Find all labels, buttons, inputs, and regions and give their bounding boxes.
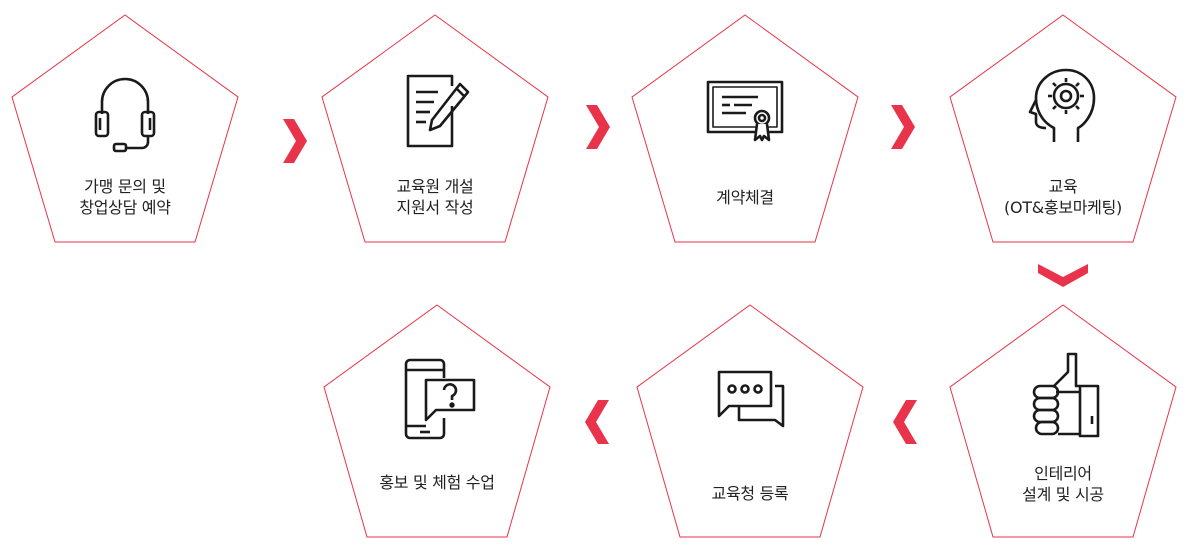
step-label-line1: 가맹 문의 및 bbox=[84, 177, 166, 196]
arrow-left-icon bbox=[890, 398, 920, 446]
step-promotion: 홍보 및 체험 수업 bbox=[312, 300, 562, 550]
step-registration: 교육청 등록 bbox=[625, 300, 875, 550]
step-label: 교육청 등록 bbox=[645, 483, 855, 504]
chat-bubbles-icon bbox=[705, 358, 795, 448]
step-label-line2: 지원서 작성 bbox=[396, 198, 474, 217]
step-label: 계약체결 bbox=[640, 187, 850, 208]
pentagon-outline bbox=[631, 14, 859, 243]
phone-question-icon bbox=[392, 352, 482, 442]
step-label: 홍보 및 체험 수업 bbox=[332, 472, 542, 493]
arrow-right-icon bbox=[888, 103, 918, 151]
pentagon-outline bbox=[323, 304, 551, 538]
arrow-right-icon bbox=[280, 117, 310, 165]
step-label-line1: 인테리어 bbox=[1034, 464, 1092, 483]
step-contract: 계약체결 bbox=[620, 0, 870, 250]
arrow-down-icon bbox=[1036, 260, 1090, 288]
certificate-icon bbox=[700, 66, 790, 156]
thumbs-up-icon bbox=[1018, 350, 1108, 440]
step-label-line2: (OT&홍보마케팅) bbox=[1004, 198, 1122, 217]
step-label-line1: 교육청 등록 bbox=[711, 484, 789, 503]
arrow-left-icon bbox=[582, 398, 612, 446]
pentagon-outline bbox=[949, 14, 1177, 243]
step-label-line1: 계약체결 bbox=[716, 188, 774, 207]
head-gear-icon bbox=[1018, 62, 1108, 152]
arrow-right-icon bbox=[583, 103, 613, 151]
step-interior: 인테리어 설계 및 시공 bbox=[938, 300, 1188, 550]
step-application: 교육원 개설 지원서 작성 bbox=[310, 0, 560, 250]
document-pen-icon bbox=[390, 66, 480, 156]
step-label: 교육 (OT&홍보마케팅) bbox=[958, 176, 1168, 218]
step-label-line2: 창업상담 예약 bbox=[79, 198, 171, 217]
step-label-line1: 교육 bbox=[1048, 177, 1078, 196]
step-consultation: 가맹 문의 및 창업상담 예약 bbox=[0, 0, 250, 250]
step-label-line2: 설계 및 시공 bbox=[1022, 485, 1104, 504]
headset-icon bbox=[80, 68, 170, 158]
step-education: 교육 (OT&홍보마케팅) bbox=[938, 0, 1188, 250]
step-label: 인테리어 설계 및 시공 bbox=[958, 463, 1168, 505]
pentagon-outline bbox=[949, 304, 1177, 538]
pentagon-outline bbox=[11, 14, 239, 243]
step-label: 가맹 문의 및 창업상담 예약 bbox=[20, 176, 230, 218]
step-label-line1: 홍보 및 체험 수업 bbox=[379, 473, 495, 492]
step-label: 교육원 개설 지원서 작성 bbox=[330, 176, 540, 218]
step-label-line1: 교육원 개설 bbox=[396, 177, 474, 196]
